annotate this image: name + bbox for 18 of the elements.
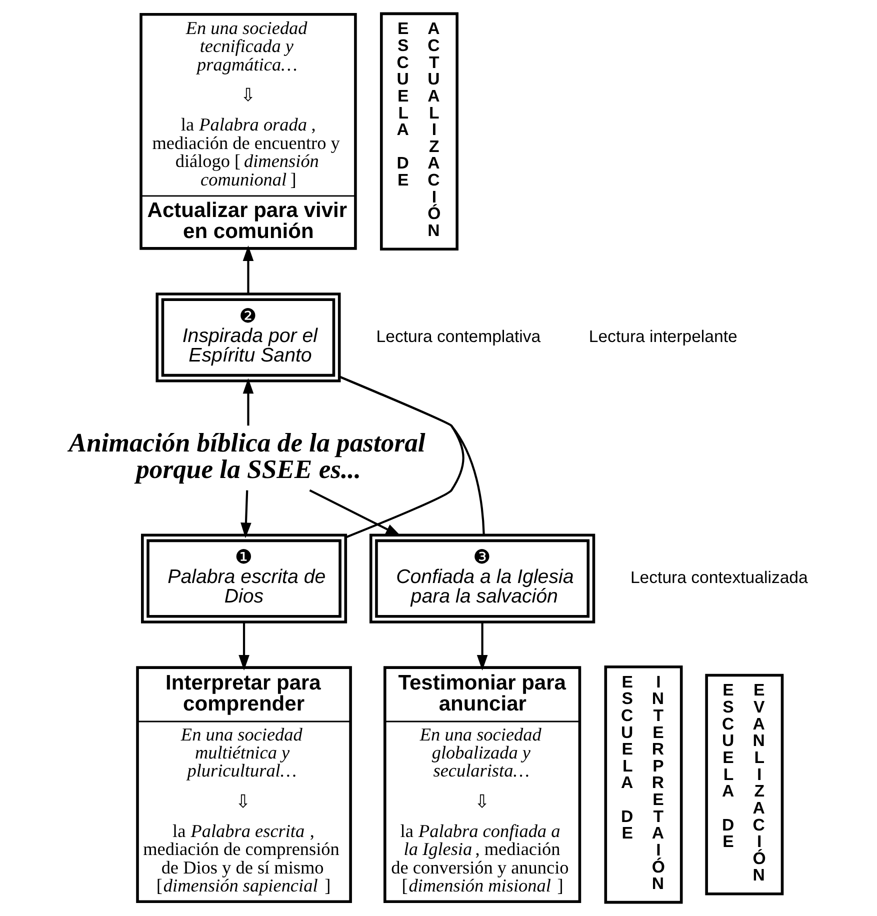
node-box: ESCUELA DE EVANLIZACIÓN bbox=[705, 674, 784, 896]
node-box: ❸ Confiada a la Iglesia para la salvación bbox=[369, 534, 596, 624]
node-box: ❷ Inspirada por el Espíritu Santo bbox=[156, 292, 341, 382]
node-box: ESCUELA DE INTERPRETAIÓN bbox=[604, 665, 683, 904]
arrow bbox=[240, 490, 252, 538]
arrow bbox=[309, 489, 402, 536]
arrow bbox=[238, 622, 250, 670]
connector bbox=[339, 376, 464, 538]
node-box: ❶ Palabra escrita de Dios bbox=[141, 534, 348, 624]
label: Lectura contemplativa bbox=[376, 326, 541, 346]
arrow bbox=[242, 378, 254, 426]
label: Lectura contextualizada bbox=[630, 568, 808, 587]
node-box: ESCUELA DE ACTUALIZACIÓN bbox=[380, 12, 458, 251]
arrow bbox=[476, 622, 488, 670]
node-text: Animación bíblica de la pastoral porque la SSEE es... bbox=[68, 427, 426, 484]
connector bbox=[339, 376, 485, 535]
label: Lectura interpelante bbox=[588, 326, 738, 346]
arrow bbox=[242, 246, 254, 294]
